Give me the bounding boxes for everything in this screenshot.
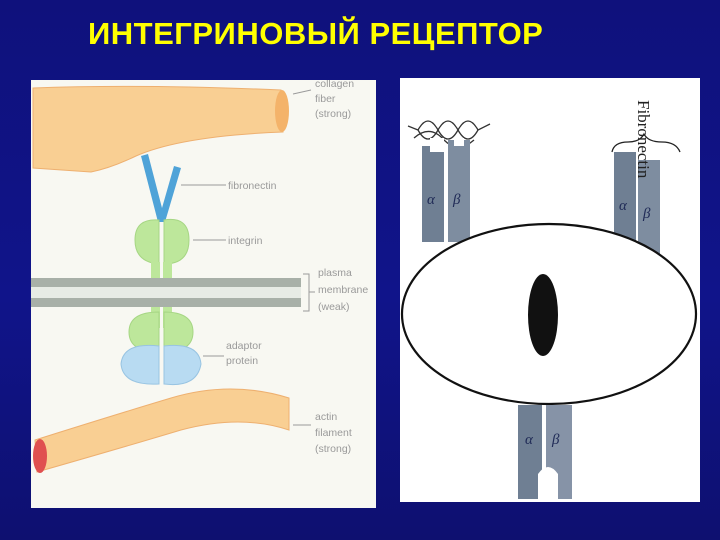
label-membrane-1: plasma [318, 267, 352, 279]
cell-diagram-svg: α β α β Fibronectin α β [400, 100, 698, 499]
collagen-fiber-end [275, 90, 289, 132]
label-collagen-3: (strong) [315, 108, 351, 120]
fibronectin-v [141, 154, 181, 222]
actin-filament [34, 388, 290, 473]
collagen-fiber [32, 85, 284, 173]
beta-label: β [642, 206, 651, 222]
plasma-membrane-core [31, 287, 301, 298]
label-collagen-2: fiber [315, 93, 336, 105]
label-membrane-2: membrane [318, 284, 368, 296]
fibronectin-brace [611, 132, 681, 153]
integrin-cell-diagram: α β α β Fibronectin α β [400, 78, 700, 502]
label-fibronectin: fibronectin [228, 180, 277, 192]
integrin-receptor-top-right: α β [614, 152, 660, 256]
label-actin-3: (strong) [315, 443, 351, 455]
collagen-leader-line [292, 89, 312, 95]
integrin-textbook-diagram: collagen fiber (strong) fibronectin inte… [31, 78, 376, 508]
alpha-label: α [525, 432, 534, 448]
alpha-label: α [619, 198, 628, 214]
plasma-membrane-inner [31, 298, 301, 307]
beta-label: β [551, 432, 560, 448]
beta-label: β [452, 192, 461, 208]
adaptor-protein-right [163, 344, 202, 386]
integrin-receptor-top-left: α β [422, 138, 470, 242]
alpha-label: α [427, 192, 436, 208]
label-membrane-3: (weak) [318, 301, 350, 313]
label-integrin: integrin [228, 235, 263, 247]
cell-nucleus [528, 274, 558, 356]
fibronectin-label: Fibronectin [634, 100, 653, 179]
actin-filament-end [33, 439, 47, 473]
integrin-head-left [134, 219, 160, 265]
integrin-head-right [163, 218, 190, 265]
integrin-diagram-svg: collagen fiber (strong) fibronectin inte… [31, 78, 368, 473]
slide-title: ИНТЕГРИНОВЫЙ РЕЦЕПТОР [88, 16, 544, 51]
membrane-bracket [303, 273, 315, 312]
label-collagen-1: collagen [315, 80, 354, 90]
integrin-receptor-bottom: α β [518, 405, 572, 499]
label-actin-1: actin [315, 411, 337, 423]
label-actin-2: filament [315, 427, 352, 439]
plasma-membrane-outer [31, 278, 301, 287]
label-adaptor-2: protein [226, 355, 258, 367]
adaptor-protein-left [120, 344, 160, 385]
label-adaptor-1: adaptor [226, 340, 262, 352]
